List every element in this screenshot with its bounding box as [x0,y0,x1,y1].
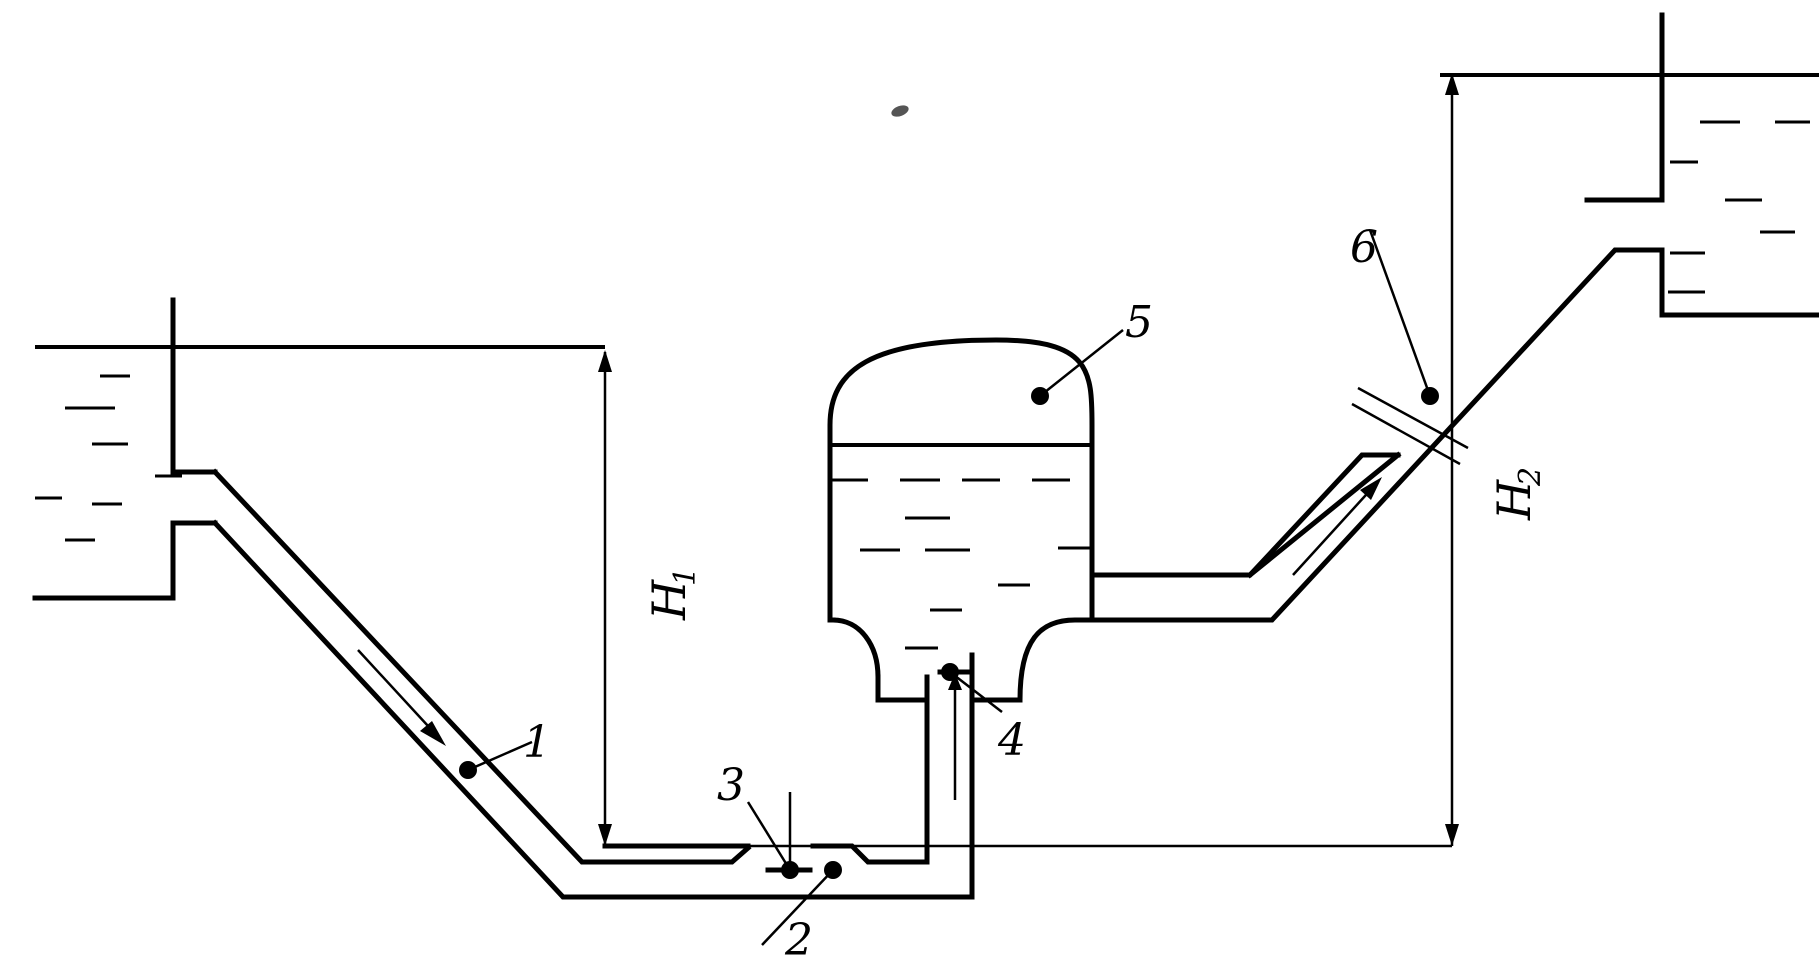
drive-flow-arrow [357,649,441,740]
callout-label-4: 4 [997,715,1026,766]
h2-dimension: H 2 [1445,73,1548,846]
delivery-pipe [1089,247,1665,623]
valve-box [602,674,930,873]
check-valve-6-a [1357,386,1469,450]
drive-pipe [211,468,975,900]
h2-subscript: 2 [1513,467,1548,487]
callout-label-1: 1 [523,717,551,768]
check-valve-6-b [1351,402,1461,466]
callout-label-3: 3 [717,760,745,811]
delivery-flow-arrow [1292,484,1376,576]
callout-label-6: 6 [1350,222,1378,273]
h1-label: H [642,579,696,621]
callouts: 1 2 3 4 5 6 [459,222,1439,966]
h2-label: H [1487,479,1541,521]
h1-dimension: H 1 [598,350,1452,848]
air-chamber [827,337,1401,800]
h1-subscript: 1 [668,567,703,586]
upper-reservoir [1440,12,1819,318]
drive-flow-arrowhead [420,721,446,746]
delivery-flow-arrowhead [1360,477,1382,500]
ink-spot [891,105,909,117]
supply-reservoir [32,297,605,601]
callout-label-2: 2 [784,915,813,966]
callout-label-5: 5 [1125,297,1153,348]
riser-arrowhead [948,673,962,690]
